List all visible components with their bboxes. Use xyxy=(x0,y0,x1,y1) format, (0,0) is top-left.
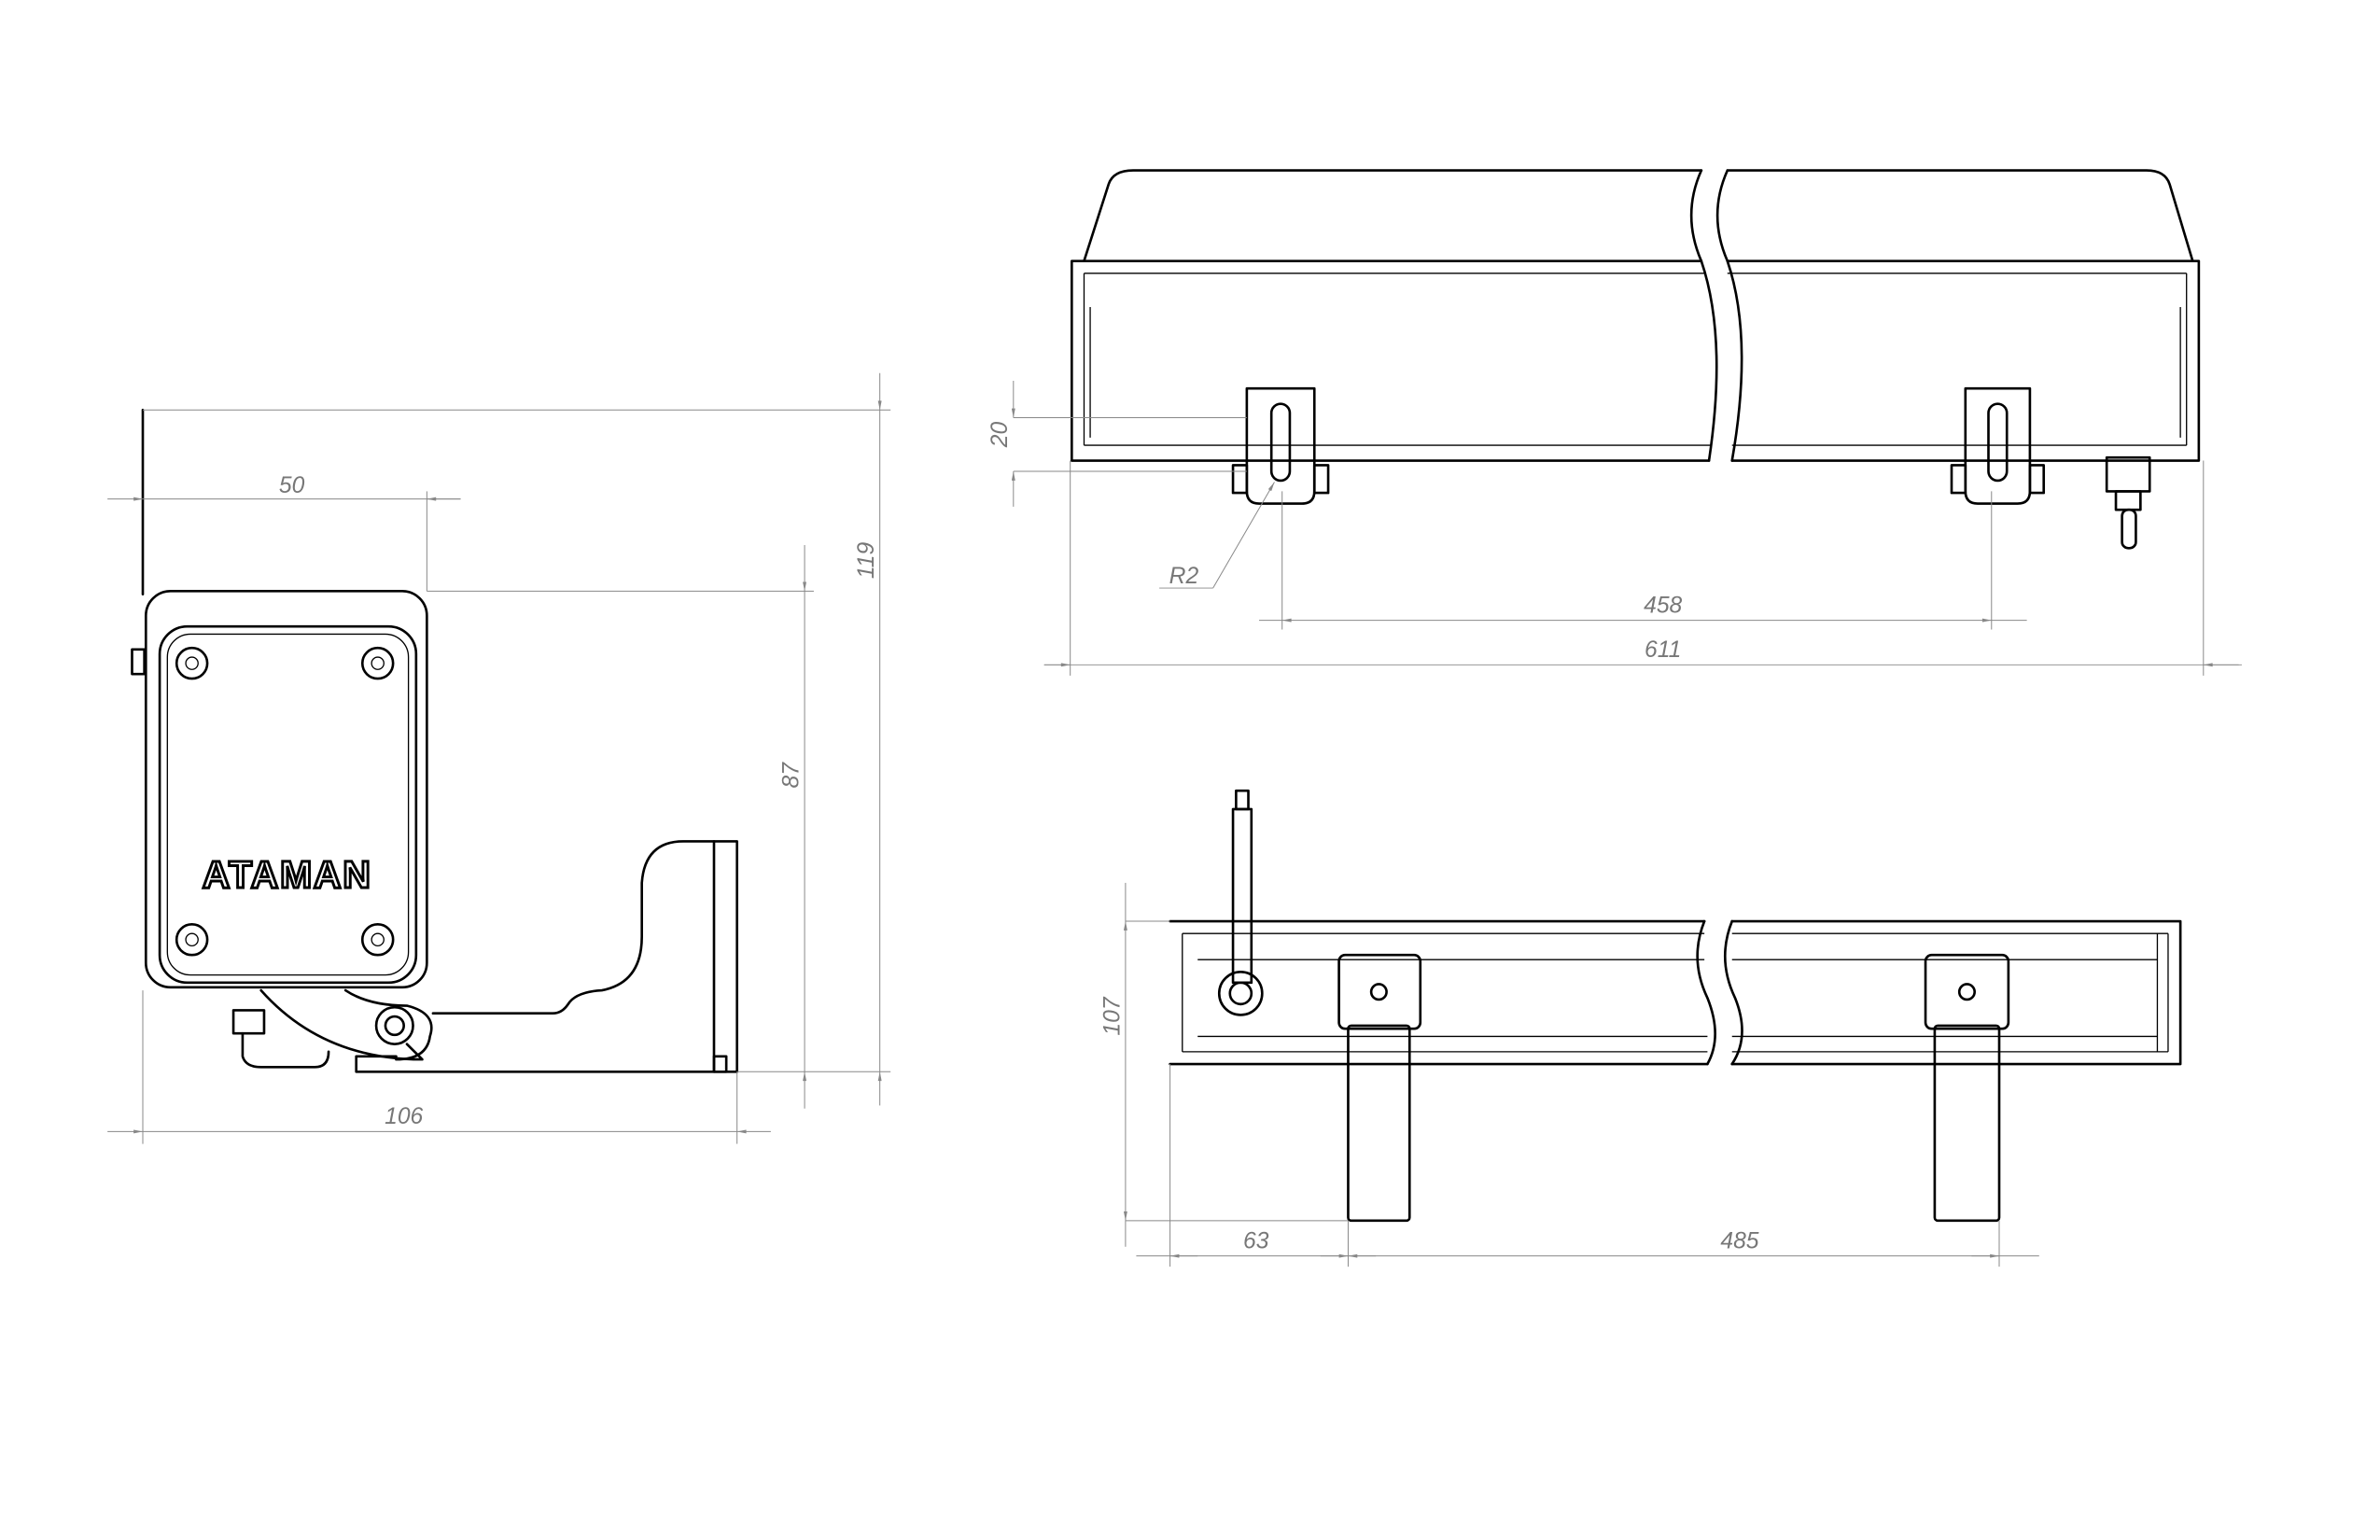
dim-119: 119 xyxy=(854,542,879,580)
screw-icon xyxy=(175,646,395,957)
break-line xyxy=(1689,169,1718,462)
housing-swivel xyxy=(259,988,424,1061)
dim-87: 87 xyxy=(778,762,804,789)
mounting-bracket-right xyxy=(1950,386,2046,505)
ataman-logo: ATAMAN xyxy=(203,853,372,896)
heater-top-cover xyxy=(1083,169,2194,262)
dim-107: 107 xyxy=(1099,996,1125,1035)
dim-r2: R2 xyxy=(1169,564,1199,589)
top-view: 107 63 485 xyxy=(1099,789,2182,1267)
pivot-bolt xyxy=(374,1005,414,1045)
dim-20: 20 xyxy=(987,422,1013,449)
cable-gland xyxy=(2105,455,2151,550)
cable-gland xyxy=(231,1009,266,1035)
leg-left xyxy=(1337,953,1422,1223)
hinge-arm xyxy=(343,988,433,1061)
front-view: 20 R2 458 611 xyxy=(987,169,2242,676)
housing-body xyxy=(144,590,428,989)
sensor-knob xyxy=(1217,971,1264,1016)
wall-bracket xyxy=(355,840,738,1073)
dim-106: 106 xyxy=(385,1104,423,1129)
break-line xyxy=(1696,919,1743,1066)
dim-63: 63 xyxy=(1243,1228,1269,1253)
heater-bar xyxy=(1169,919,2182,1066)
leg-right xyxy=(1924,953,2010,1223)
side-view: ATAMAN 50 119 87 106 xyxy=(107,372,891,1144)
plate-tab xyxy=(131,648,146,676)
dim-611: 611 xyxy=(1645,637,1681,663)
cover-plate-outer xyxy=(158,624,418,985)
dim-485: 485 xyxy=(1720,1228,1758,1253)
dim-50: 50 xyxy=(279,473,305,498)
cover-plate-inner xyxy=(166,633,410,976)
temperature-sensor-rod xyxy=(1231,807,1253,985)
mounting-bracket-left xyxy=(1231,386,1330,505)
dim-458: 458 xyxy=(1644,593,1682,618)
